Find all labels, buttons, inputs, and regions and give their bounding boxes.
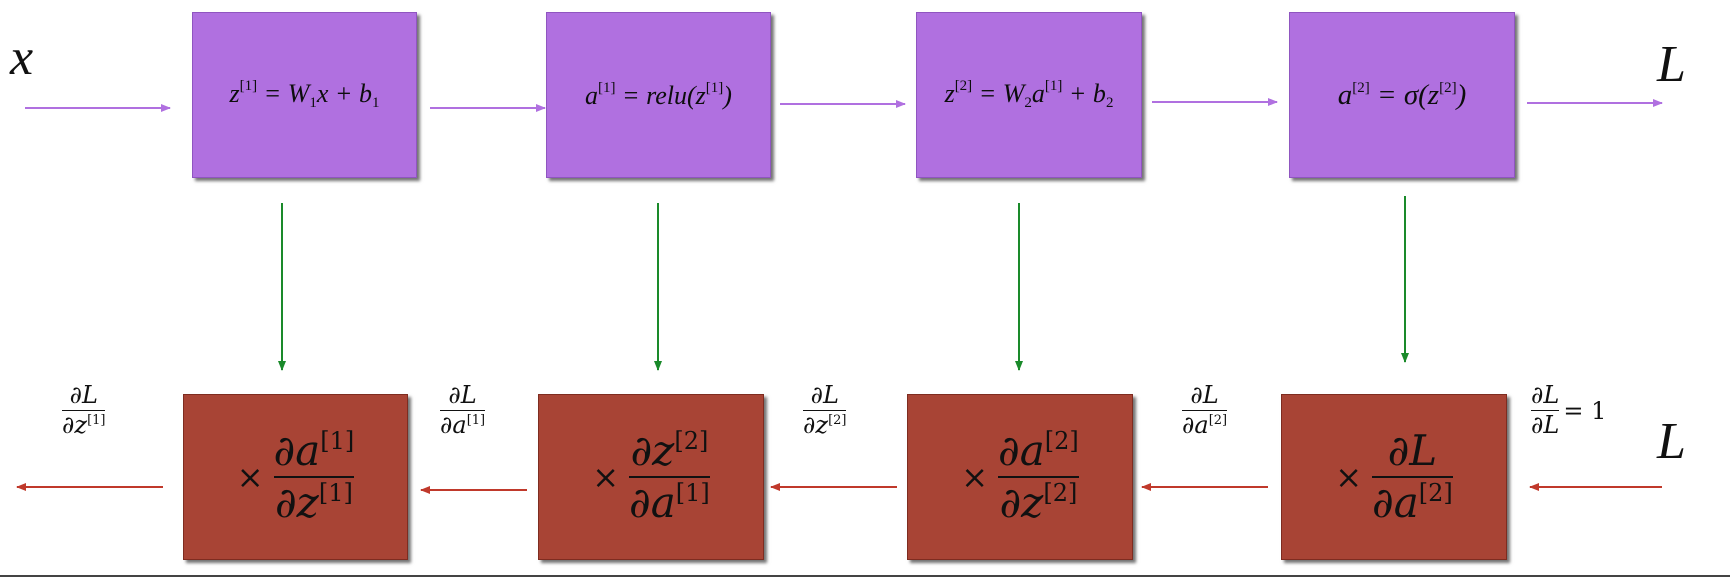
input-x-symbol: x bbox=[10, 29, 34, 86]
backward-box-4: × ∂L ∂a[2] bbox=[1281, 394, 1507, 560]
backward-box-2: × ∂z[2] ∂a[1] bbox=[538, 394, 764, 560]
forward-equation: z[2] = W2a[1] + b2 bbox=[944, 78, 1114, 111]
forward-box-layer1-relu: a[1] = relu(z[1]) bbox=[546, 12, 771, 178]
multiply-sign: × bbox=[961, 458, 989, 496]
gradient-label-dz2: ∂L ∂z[2] bbox=[803, 381, 847, 440]
gradient-label-da2: ∂L ∂a[2] bbox=[1182, 381, 1228, 440]
gradient-label-dl: ∂L ∂L = 1 bbox=[1531, 381, 1607, 440]
backward-loss-symbol: L bbox=[1657, 413, 1686, 470]
local-derivative: ∂a[2] ∂z[2] bbox=[998, 425, 1079, 527]
local-derivative: ∂a[1] ∂z[1] bbox=[273, 425, 355, 527]
local-derivative: ∂L ∂a[2] bbox=[1372, 425, 1453, 527]
multiply-sign: × bbox=[592, 458, 620, 496]
multiply-sign: × bbox=[236, 458, 264, 496]
backward-box-3: × ∂a[2] ∂z[2] bbox=[907, 394, 1133, 560]
gradient-label-dz1: ∂L ∂z[1] bbox=[62, 381, 106, 440]
bottom-divider bbox=[0, 575, 1730, 577]
gradient-label-da1: ∂L ∂a[1] bbox=[440, 381, 486, 440]
forward-equation: z[1] = W1x + b1 bbox=[229, 78, 380, 111]
backward-box-1: × ∂a[1] ∂z[1] bbox=[183, 394, 408, 560]
forward-box-layer1-linear: z[1] = W1x + b1 bbox=[192, 12, 417, 178]
multiply-sign: × bbox=[1335, 458, 1363, 496]
local-derivative: ∂z[2] ∂a[1] bbox=[629, 425, 710, 527]
output-loss-symbol: L bbox=[1657, 36, 1686, 93]
forward-equation: a[2] = σ(z[2]) bbox=[1337, 78, 1467, 111]
forward-equation: a[1] = relu(z[1]) bbox=[585, 79, 732, 110]
forward-box-layer2-sigmoid: a[2] = σ(z[2]) bbox=[1289, 12, 1515, 178]
forward-box-layer2-linear: z[2] = W2a[1] + b2 bbox=[916, 12, 1142, 178]
